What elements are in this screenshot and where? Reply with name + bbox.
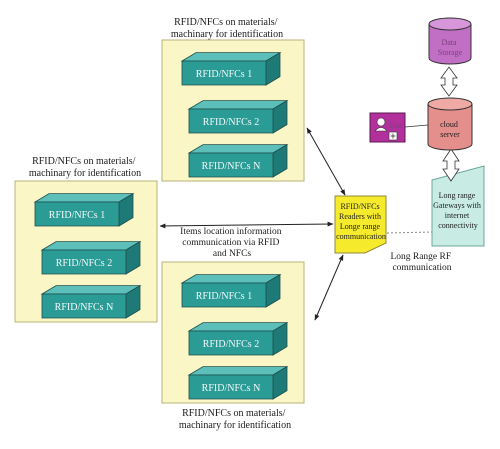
- data-storage-line2: Storage: [438, 48, 463, 57]
- data-storage-line1: Data: [441, 38, 457, 47]
- caption-left-line1: RFID/NFCs on materials/: [32, 156, 136, 167]
- items-location-line1: Items location information: [180, 226, 282, 237]
- tag-box-top: [180, 274, 282, 284]
- tag-box: RFID/NFCs 2: [187, 99, 289, 134]
- cloud-server-line1: cloud: [440, 120, 458, 129]
- cloud-server-icon: cloud server: [427, 97, 473, 151]
- items-location-line3: and NFCs: [213, 249, 252, 259]
- tag-box: RFID/NFCs N: [187, 365, 289, 400]
- tag-box-top: [187, 100, 289, 110]
- arrow-reader-bottom: [314, 254, 344, 321]
- tag-box: RFID/NFCs N: [187, 143, 289, 178]
- gateway-label-line2: Gateways with: [433, 201, 481, 210]
- reader-label: RFID/NFCs Readers with Longe range commu…: [336, 202, 386, 241]
- arrow-reader-left: [159, 221, 334, 229]
- tag-box-label: RFID/NFCs N: [202, 161, 261, 172]
- reader-shape: [334, 195, 387, 254]
- tag-box-label: RFID/NFCs 1: [49, 210, 105, 221]
- user-terminal-label: User: [389, 122, 403, 130]
- gateway-node: Long range Gateways with internet connec…: [431, 165, 485, 247]
- arrow-reader-top: [306, 127, 346, 196]
- gateway-label-line4: connectivity: [438, 221, 478, 230]
- cloud-server-label: cloud server: [440, 120, 460, 139]
- long-range-rf-label: Long Range RF communication: [390, 252, 453, 273]
- tag-box-top: [187, 366, 289, 376]
- user-icon: [374, 117, 388, 132]
- tag-group-left: RFID/NFCs 1 RFID/NFCs 2 RFID/NFCs N: [14, 180, 158, 323]
- double-arrow-icon: [440, 66, 458, 97]
- long-range-link: [386, 231, 433, 234]
- tag-box-top: [187, 322, 289, 332]
- tag-box-front: [188, 374, 274, 400]
- tag-box: RFID/NFCs 1: [33, 192, 135, 227]
- caption-top: RFID/NFCs on materials/ machinary for id…: [171, 17, 283, 40]
- caption-top-line2: machinary for identification: [171, 29, 283, 40]
- tag-box-label: RFID/NFCs 2: [56, 258, 112, 269]
- tag-box-top: [187, 144, 289, 154]
- caption-bottom: RFID/NFCs on materials/ machinary for id…: [179, 408, 291, 431]
- user-terminal-box: [369, 112, 406, 143]
- tag-box-top: [33, 193, 135, 203]
- gateway-label-line3: internet: [445, 211, 470, 220]
- tag-box-front: [34, 201, 120, 227]
- caption-left-line2: machinary for identification: [29, 168, 141, 179]
- reader-label-line4: communication: [336, 232, 386, 241]
- tag-box-top: [180, 52, 282, 62]
- gateway-shape: [431, 165, 485, 247]
- tag-box-front: [181, 60, 267, 86]
- gateway-label-line1: Long range: [439, 191, 476, 200]
- caption-left: RFID/NFCs on materials/ machinary for id…: [29, 156, 141, 179]
- tag-group-top: RFID/NFCs 1 RFID/NFCs 2 RFID/NFCs N: [161, 39, 305, 182]
- caption-bottom-line2: machinary for identification: [179, 420, 291, 431]
- tag-box: RFID/NFCs 2: [187, 321, 289, 356]
- tag-box-top: [40, 285, 142, 295]
- tag-box-front: [41, 293, 127, 319]
- cloud-server-line2: server: [440, 130, 460, 139]
- tag-box-front: [181, 282, 267, 308]
- tag-box-label: RFID/NFCs N: [202, 383, 261, 394]
- caption-top-line1: RFID/NFCs on materials/: [174, 17, 278, 28]
- tag-box: RFID/NFCs 1: [180, 273, 282, 308]
- tag-box-front: [188, 108, 274, 134]
- user-cloud-link: [404, 124, 429, 128]
- reader-node: RFID/NFCs Readers with Longe range commu…: [334, 195, 387, 254]
- data-storage-icon: Data Storage: [428, 17, 472, 65]
- tag-box: RFID/NFCs N: [40, 284, 142, 319]
- tag-box: RFID/NFCs 2: [40, 240, 142, 275]
- reader-label-line3: Longe range: [340, 222, 381, 231]
- reader-label-line1: RFID/NFCs: [340, 202, 379, 211]
- tag-box-front: [188, 330, 274, 356]
- user-terminal: User: [369, 112, 406, 143]
- tag-group-bottom: RFID/NFCs 1 RFID/NFCs 2 RFID/NFCs N: [161, 261, 305, 404]
- items-location-line2: communication via RFID: [182, 238, 279, 248]
- tag-box: RFID/NFCs 1: [180, 51, 282, 86]
- caption-bottom-line1: RFID/NFCs on materials/: [182, 408, 286, 419]
- items-location-label: Items location information communication…: [180, 226, 284, 259]
- tag-box-front: [188, 152, 274, 178]
- tag-box-front: [41, 249, 127, 275]
- gateway-label: Long range Gateways with internet connec…: [433, 191, 483, 230]
- reader-label-line2: Readers with: [339, 212, 381, 221]
- long-range-rf-line1: Long Range RF: [390, 252, 451, 262]
- tag-box-label: RFID/NFCs 2: [203, 339, 259, 350]
- long-range-rf-line2: communication: [392, 263, 451, 273]
- tag-box-label: RFID/NFCs N: [55, 302, 114, 313]
- tag-box-label: RFID/NFCs 1: [196, 291, 252, 302]
- data-storage-label: Data Storage: [438, 38, 463, 57]
- tag-box-label: RFID/NFCs 2: [203, 117, 259, 128]
- tag-box-top: [40, 241, 142, 251]
- tag-box-label: RFID/NFCs 1: [196, 69, 252, 80]
